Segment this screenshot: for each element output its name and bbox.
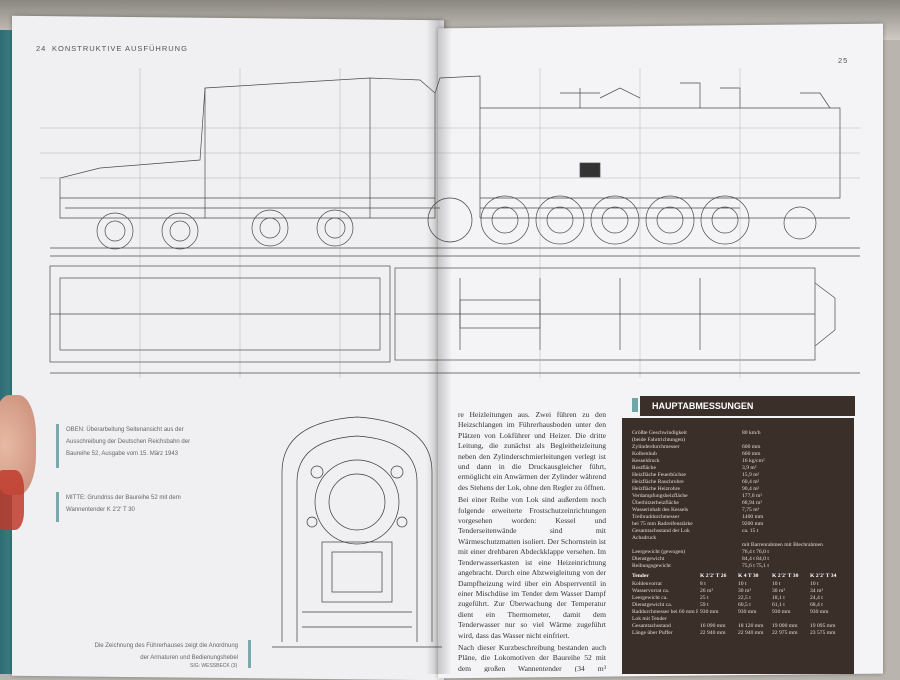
tender-cell: 930 mm <box>772 609 791 615</box>
tender-header-cell: K 2'2' T 26 <box>700 573 727 579</box>
table-row-label: Wasserinhalt des Kessels <box>632 507 689 513</box>
body-paragraph: Nach dieser Kurzbeschreibung bestanden a… <box>458 642 606 672</box>
table-row-value: 9200 mm <box>742 521 764 527</box>
tender-cell: 930 mm <box>700 609 719 615</box>
body-paragraph: Bei einer Reihe von Lok sind außerdem no… <box>458 495 606 640</box>
table-row-value: 75,6 t 75,1 t <box>742 563 769 569</box>
tender-cell: Wasservorrat ca. <box>632 588 670 594</box>
tender-cell: 30 m³ <box>772 588 786 594</box>
tender-cell: 930 mm <box>738 609 757 615</box>
table-row-value: 177,6 m² <box>742 493 763 499</box>
table-row-value: 3,9 m² <box>742 465 757 471</box>
table-row-label: Leergewicht (gewogen) <box>632 549 686 555</box>
tender-cell: 10 t <box>810 581 819 587</box>
table-row-label: Zylinderdurchmesser <box>632 444 680 450</box>
table-row-label: Verdampfungsheizfläche <box>632 493 688 499</box>
tender-cell: 26 m³ <box>700 588 714 594</box>
table-row-label: Reibungsgewicht <box>632 563 671 569</box>
table-row-label: Größte Geschwindigkeit <box>632 430 687 436</box>
table-row-value: 15,9 m² <box>742 472 760 478</box>
table-row-label: Achsdruck <box>632 535 657 541</box>
tender-cell: 25 t <box>700 595 709 601</box>
left-running-head: KONSTRUKTIVE AUSFÜHRUNG <box>52 44 188 53</box>
caption-top: OBEN: Überarbeitung Seitenansicht aus de… <box>66 427 191 457</box>
caption-middle: MITTE: Grundriss der Baureihe 52 mit dem… <box>66 495 181 513</box>
tender-cell: 19 095 mm <box>810 623 836 629</box>
caption-marker <box>56 492 59 522</box>
table-row-label: Gesamtachsstand der Lok <box>632 528 690 534</box>
tender-cell: Kohlenvorrat <box>632 581 662 587</box>
tender-cell: 19 000 mm <box>772 623 798 629</box>
table-row-label: (beide Fahrtrichtungen) <box>632 437 685 443</box>
dimensions-table: Größte Geschwindigkeit 80 km/h (beide Fahr… <box>622 418 854 674</box>
table-row-label: Rostfläche <box>632 465 656 471</box>
tender-cell: Raddurchmesser bei 60 mm Radreifenstärke <box>632 609 698 615</box>
caption-cab: Die Zeichnung des Führerhauses zeigt die… <box>94 643 238 661</box>
body-paragraph: re Heizleitungen aus. Zwei führen zu den… <box>458 410 606 492</box>
caption-marker <box>56 424 59 468</box>
tender-cell: 61,1 t <box>772 602 785 608</box>
right-page-number: 25 <box>838 56 849 65</box>
table-row-value: 76,4 t 76,0 t <box>742 549 769 555</box>
tender-cell: 16 090 mm <box>700 623 726 629</box>
tender-cell: 60,5 t <box>738 602 751 608</box>
table-row-label: Heizfläche Feuerbüchse <box>632 472 686 478</box>
tender-header-cell: Tender <box>632 573 649 579</box>
tender-cell: 22 940 mm <box>738 630 764 636</box>
tender-cell: 34 m³ <box>810 588 824 594</box>
tender-cell: Gesamtachsstand <box>632 623 671 629</box>
cab-section-drawing <box>272 416 442 648</box>
table-row-label: Kesseldruck <box>632 458 660 464</box>
tender-cell: Länge über Puffer <box>632 630 673 636</box>
tender-cell: 18 120 mm <box>738 623 764 629</box>
table-row-label: Heizfläche Heizrohre <box>632 486 680 492</box>
tender-cell: 24,4 t <box>810 595 823 601</box>
caption-marker <box>248 640 251 668</box>
table-row-value: 60,4 m² <box>742 479 760 485</box>
tender-cell: 22,5 t <box>738 595 751 601</box>
tender-cell: 22 940 mm <box>700 630 726 636</box>
table-row-value: 90,4 m² <box>742 486 760 492</box>
tender-cell: Dienstgewicht ca. <box>632 602 673 608</box>
table-row-value: 7,75 m³ <box>742 507 760 513</box>
tender-cell: 18,1 t <box>772 595 785 601</box>
table-row-value: 660 mm <box>742 451 761 457</box>
sleeve <box>0 470 24 530</box>
table-row-value: 16 kg/cm² <box>742 458 765 464</box>
table-title-marker <box>632 398 638 412</box>
tender-cell: 930 mm <box>810 609 829 615</box>
table-row-value: mit Barrenrahmen mit Blechrahmen <box>742 542 823 548</box>
table-row-label: bei 75 mm Radreifenstärke <box>632 521 693 527</box>
book-gutter <box>426 20 452 674</box>
table-row-label: Heizfläche Rauchrohre <box>632 479 684 485</box>
table-row-label: Dienstgewicht <box>632 556 665 562</box>
table-row-value: 1400 mm <box>742 514 764 520</box>
tender-header-cell: K 4 T 30 <box>738 573 759 579</box>
tender-header-cell: K 2'2' T 34 <box>810 573 837 579</box>
table-row-label: Treibraddurchmesser <box>632 514 680 520</box>
table-row-value: 600 mm <box>742 444 761 450</box>
tender-header-cell: K 2'2' T 30 <box>772 573 799 579</box>
tender-cell: 8 t <box>700 581 706 587</box>
body-text: re Heizleitungen aus. Zwei führen zu den… <box>458 410 606 672</box>
tender-cell: 30 m³ <box>738 588 752 594</box>
table-row-label: Kolbenhub <box>632 451 657 457</box>
tender-cell: 10 t <box>772 581 781 587</box>
table-row-label: Überhitzerheizfläche <box>632 500 679 506</box>
tender-cell: 68,4 t <box>810 602 823 608</box>
table-row-value: 68,94 m² <box>742 500 763 506</box>
tender-cell: 10 t <box>738 581 747 587</box>
tender-cell: Lok mit Tender <box>632 616 667 622</box>
tender-cell: 59 t <box>700 602 709 608</box>
caption-credit: SIG: WESSBECK (3) <box>190 663 238 669</box>
left-page-number: 24 <box>36 44 47 53</box>
locomotive-technical-drawing <box>40 68 860 378</box>
table-row-value: 84,4 t 84,0 t <box>742 556 769 562</box>
table-row-value: ca. 15 t <box>742 528 759 534</box>
table-row-value: 80 km/h <box>742 430 761 436</box>
table-title: HAUPTABMESSUNGEN <box>640 396 855 416</box>
tender-cell: Leergewicht ca. <box>632 595 668 601</box>
tender-cell: 23 575 mm <box>810 630 836 636</box>
tender-cell: 22 975 mm <box>772 630 798 636</box>
